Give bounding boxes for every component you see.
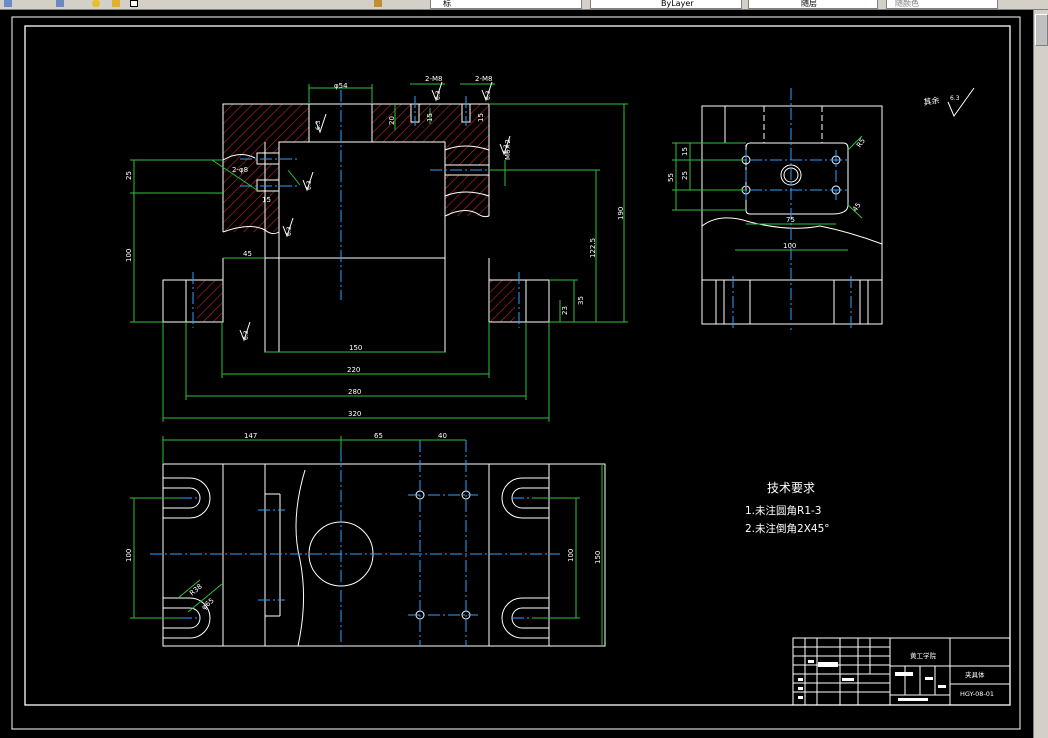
dim-220: 220 [347,366,360,374]
linetype-dropdown[interactable]: ByLayer [590,0,742,9]
side-dim-75: 75 [786,216,795,224]
front-view-dimensions: φ54 2-M8 2-M8 20 15 15 25 100 45 2-φ8 15… [125,75,625,418]
plotstyle-dropdown-value: 随颜色 [895,0,919,8]
lineweight-dropdown[interactable]: 随层 [748,0,878,9]
plan-dim-147: 147 [244,432,257,440]
bore-cavity [279,142,445,322]
tech-title: 技术要求 [767,481,815,495]
plan-view: 147 65 40 100 100 150 R38 φ65 [125,432,606,650]
side-view: 55 15 25 75 100 R5 45 [667,88,883,330]
plan-dim-r38: R38 [188,583,204,598]
dim-2m8-a: 2-M8 [425,75,442,83]
ra-6: 6.3 [286,226,293,236]
hatch-right-top [445,104,489,216]
ra-3: 6.3 [485,90,492,100]
dim-2phi8: 2-φ8 [232,166,248,174]
dim-45: 45 [243,250,252,258]
hatch-top-right-band [372,104,445,142]
roughness-label: 其余 [923,95,940,107]
dim-phi54: φ54 [334,82,348,90]
ra-2: 6.3 [435,90,442,100]
dim-35: 35 [577,296,585,305]
plotstyle-dropdown[interactable]: 随颜色 [886,0,998,9]
hatch-top-left-band [279,104,309,142]
plan-dim-150: 150 [594,551,602,564]
dim-320: 320 [348,410,361,418]
plan-dim-100-left: 100 [125,549,133,562]
inner-frame [24,25,1011,706]
linetype-dropdown-value: ByLayer [661,0,694,8]
roughness-value: 6.3 [950,95,960,102]
dim-20: 20 [388,116,396,125]
ra-4: 6.3 [503,144,510,154]
hatch-left-top [223,104,279,232]
side-dim-45: 45 [851,201,863,213]
plan-dim-40: 40 [438,432,447,440]
dim-m6: M6×2 [504,139,512,160]
dim-150: 150 [349,344,362,352]
plan-dim-phi65: φ65 [200,597,216,612]
sun-icon[interactable] [92,0,100,7]
toolbar: 标 ByLayer 随层 随颜色 [0,0,1048,10]
ra-1: 6.3 [315,120,322,130]
tech-item-2: 2.未注倒角2X45° [745,522,830,535]
side-dim-55: 55 [667,173,675,182]
ra-5: 6.3 [306,180,313,190]
dim-15-a: 15 [426,113,434,122]
cad-drawing-canvas[interactable]: φ54 2-M8 2-M8 20 15 15 25 100 45 2-φ8 15… [0,10,1033,738]
tech-item-1: 1.未注圆角R1-3 [745,504,821,517]
side-dim-100: 100 [783,242,796,250]
layer-previous-icon[interactable] [374,0,382,7]
side-dim-25: 25 [681,171,689,180]
scrollbar-thumb[interactable] [1035,14,1048,46]
color-square-icon[interactable] [130,0,138,7]
dim-100: 100 [125,249,133,262]
dim-25: 25 [125,171,133,180]
dim-2m8-b: 2-M8 [475,75,492,83]
technical-requirements: 技术要求 1.未注圆角R1-3 2.未注倒角2X45° [745,481,830,535]
layer-icon[interactable] [56,0,64,7]
dim-15-b: 15 [477,113,485,122]
plan-dim-100-right: 100 [567,549,575,562]
color-dropdown-value: 标 [443,0,451,8]
hatch-left-foot [197,280,222,322]
title-block-company: 黄工学院 [910,651,937,660]
dim-280: 280 [348,388,361,396]
layer-state-icon[interactable] [4,0,12,7]
vertical-scrollbar[interactable] [1033,10,1048,738]
color-dropdown[interactable]: 标 [430,0,582,9]
title-block: 黄工学院 夹具体 HGY-08-01 [792,637,1011,706]
dim-122-5: 122.5 [589,238,597,258]
side-dim-15: 15 [681,147,689,156]
title-block-part-name: 夹具体 [965,670,985,679]
ra-7: 6.3 [243,330,250,340]
dim-23: 23 [561,306,569,315]
side-dim-r5: R5 [855,137,867,149]
dim-190: 190 [617,207,625,220]
hatch-right-foot [490,280,515,322]
front-view: φ54 2-M8 2-M8 20 15 15 25 100 45 2-φ8 15… [125,75,628,422]
roughness-note: 其余 6.3 [923,87,975,118]
outer-frame [11,16,1021,730]
dim-15-c: 15 [262,196,271,204]
title-block-drawing-no: HGY-08-01 [960,690,994,698]
lineweight-dropdown-value: 随层 [801,0,817,8]
plan-dim-65: 65 [374,432,383,440]
lock-icon[interactable] [112,0,120,7]
